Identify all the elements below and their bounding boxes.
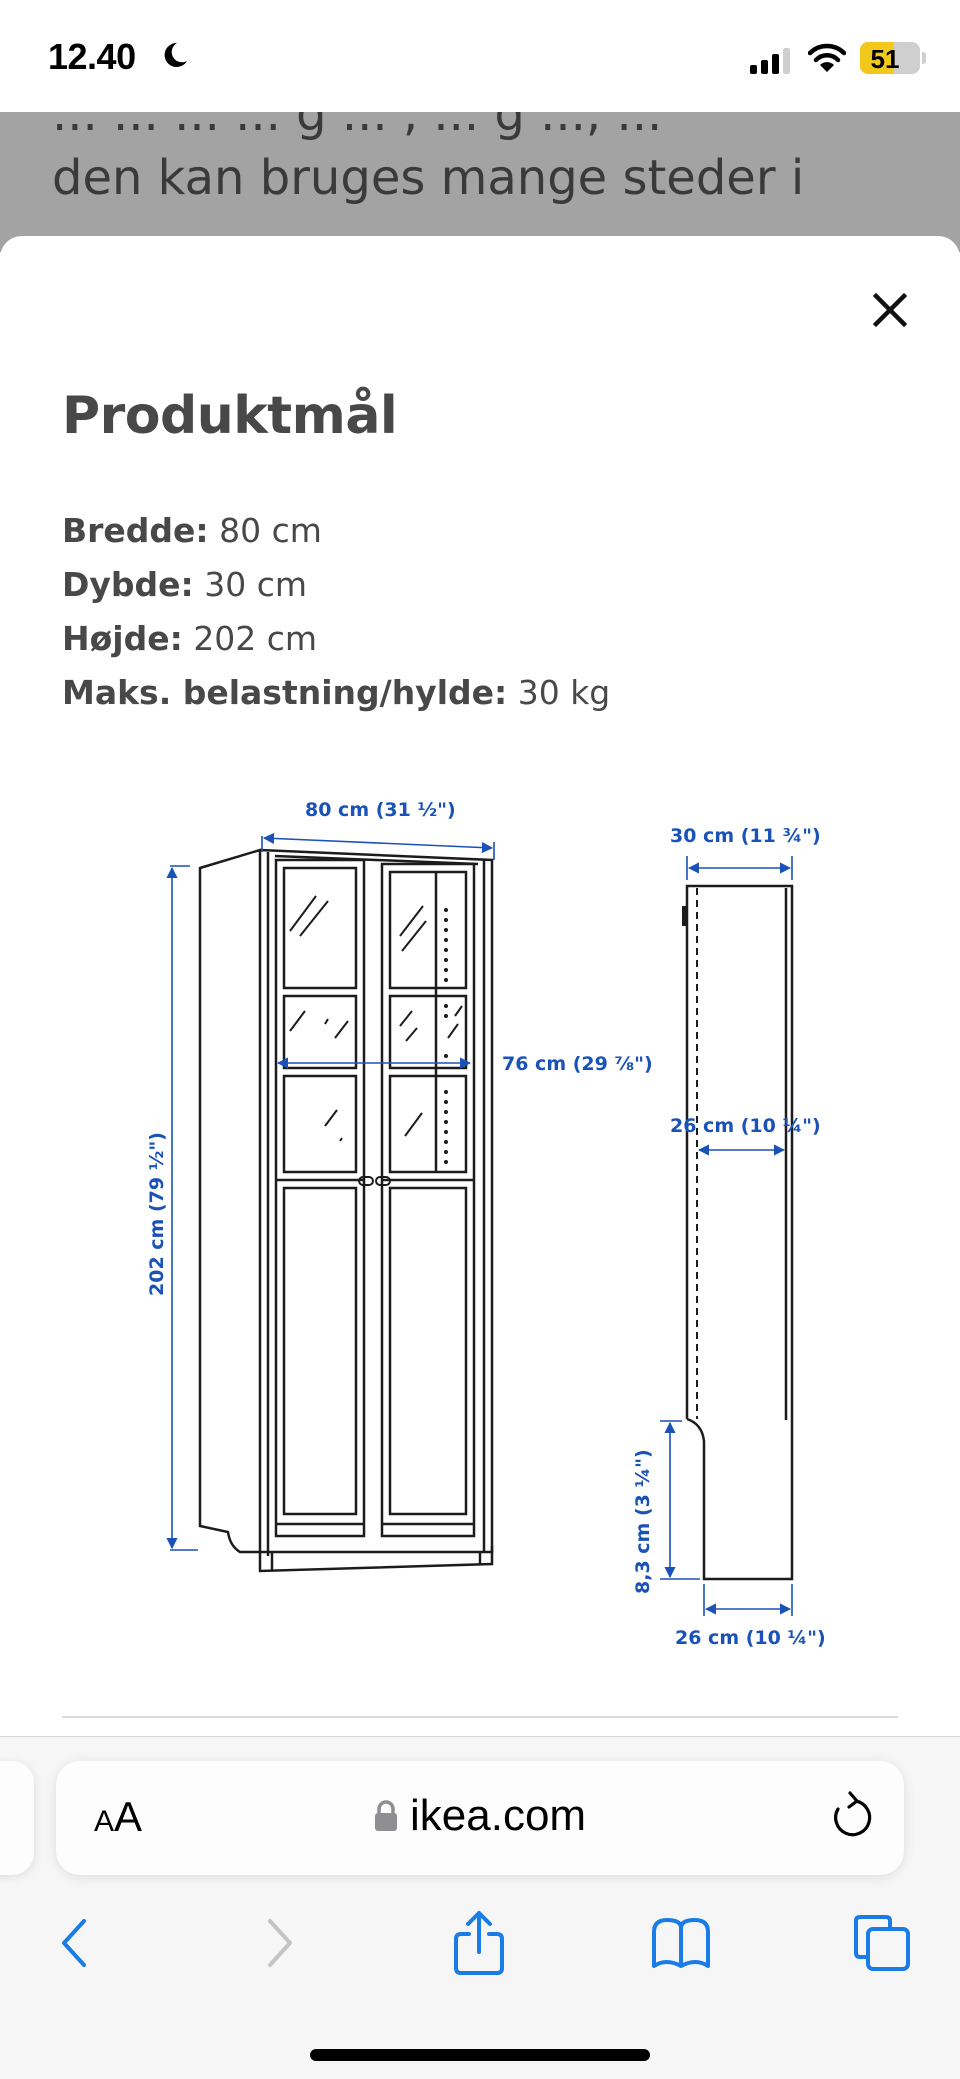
depth-label: 30 cm (11 ¾") xyxy=(670,825,821,847)
dimension-value: 30 cm xyxy=(204,565,308,604)
dimension-depth: Dybde: 30 cm xyxy=(62,558,610,612)
bookmarks-button[interactable] xyxy=(646,1903,716,1983)
text-size-button[interactable]: AA xyxy=(94,1793,142,1841)
status-time: 12.40 xyxy=(48,36,136,77)
tabs-button[interactable] xyxy=(848,1903,918,1983)
chevron-right-icon xyxy=(268,1919,292,1967)
text-size-big-a: A xyxy=(114,1793,143,1840)
dimension-value: 30 kg xyxy=(517,673,611,712)
back-button[interactable] xyxy=(38,1903,108,1983)
battery-tip xyxy=(922,52,926,64)
section-divider xyxy=(62,1716,898,1718)
dimension-width: Bredde: 80 cm xyxy=(62,504,610,558)
browser-nav-row xyxy=(0,1903,960,1983)
text-size-small-a: A xyxy=(94,1805,115,1838)
wifi-icon xyxy=(808,43,846,72)
background-text-cut: ... ... ... ... g ... , ... g ..., ... xyxy=(52,112,663,142)
close-icon xyxy=(872,292,908,328)
base-depth-label: 26 cm (10 ¼") xyxy=(675,1627,826,1649)
height-label: 202 cm (79 ½") xyxy=(146,1132,168,1296)
tabs-icon xyxy=(854,1915,910,1971)
side-view-cabinet xyxy=(682,884,794,1581)
reload-icon[interactable] xyxy=(826,1791,876,1845)
chevron-left-icon xyxy=(62,1919,86,1967)
inner-width-label: 76 cm (29 ⅞") xyxy=(502,1053,653,1075)
forward-button[interactable] xyxy=(246,1903,316,1983)
sheet-title: Produktmål xyxy=(62,386,398,446)
dimensions-list: Bredde: 80 cm Dybde: 30 cm Højde: 202 cm… xyxy=(62,504,610,720)
share-button[interactable] xyxy=(444,1903,514,1983)
background-text: den kan bruges mange steder i xyxy=(52,150,805,206)
book-icon xyxy=(652,1918,710,1968)
dimmed-page-backdrop[interactable]: ... ... ... ... g ... , ... g ..., ... d… xyxy=(0,112,960,252)
url-display[interactable]: ikea.com xyxy=(374,1791,586,1841)
share-icon xyxy=(454,1911,504,1975)
dimension-label: Maks. belastning/hylde: xyxy=(62,673,508,712)
status-bar: 12.40 51 xyxy=(0,0,960,112)
browser-toolbar: AA ikea.com xyxy=(0,1736,960,2079)
width-label: 80 cm (31 ½") xyxy=(305,799,456,821)
home-indicator[interactable] xyxy=(310,2049,650,2061)
previous-tab-preview[interactable] xyxy=(0,1761,34,1875)
side-view-dimensions xyxy=(660,856,793,1616)
moon-icon xyxy=(164,42,187,67)
battery-percent: 51 xyxy=(870,44,900,74)
dimension-value: 202 cm xyxy=(193,619,318,658)
close-button[interactable] xyxy=(860,280,920,340)
lock-icon xyxy=(375,1800,397,1831)
dimension-label: Bredde: xyxy=(62,511,209,550)
url-text: ikea.com xyxy=(410,1791,587,1840)
cellular-signal-icon xyxy=(750,48,790,74)
battery-fill xyxy=(860,42,894,74)
inner-depth-label: 26 cm (10 ¼") xyxy=(670,1115,821,1137)
dimension-drawing: 80 cm (31 ½") 76 cm (29 ⅞") 202 cm (79 ½… xyxy=(146,799,826,1649)
dimension-label: Højde: xyxy=(62,619,183,658)
plinth-height-label: 8,3 cm (3 ¼") xyxy=(632,1449,654,1594)
dimension-height: Højde: 202 cm xyxy=(62,612,610,666)
dimension-max-load: Maks. belastning/hylde: 30 kg xyxy=(62,666,610,720)
address-bar[interactable]: AA ikea.com xyxy=(56,1761,904,1875)
front-view-cabinet xyxy=(198,848,494,1573)
dimension-label: Dybde: xyxy=(62,565,194,604)
product-dimensions-sheet: Produktmål Bredde: 80 cm Dybde: 30 cm Hø… xyxy=(0,236,960,1736)
dimension-value: 80 cm xyxy=(219,511,322,550)
front-view-dimensions xyxy=(166,832,495,1551)
battery-indicator: 51 xyxy=(860,42,920,74)
